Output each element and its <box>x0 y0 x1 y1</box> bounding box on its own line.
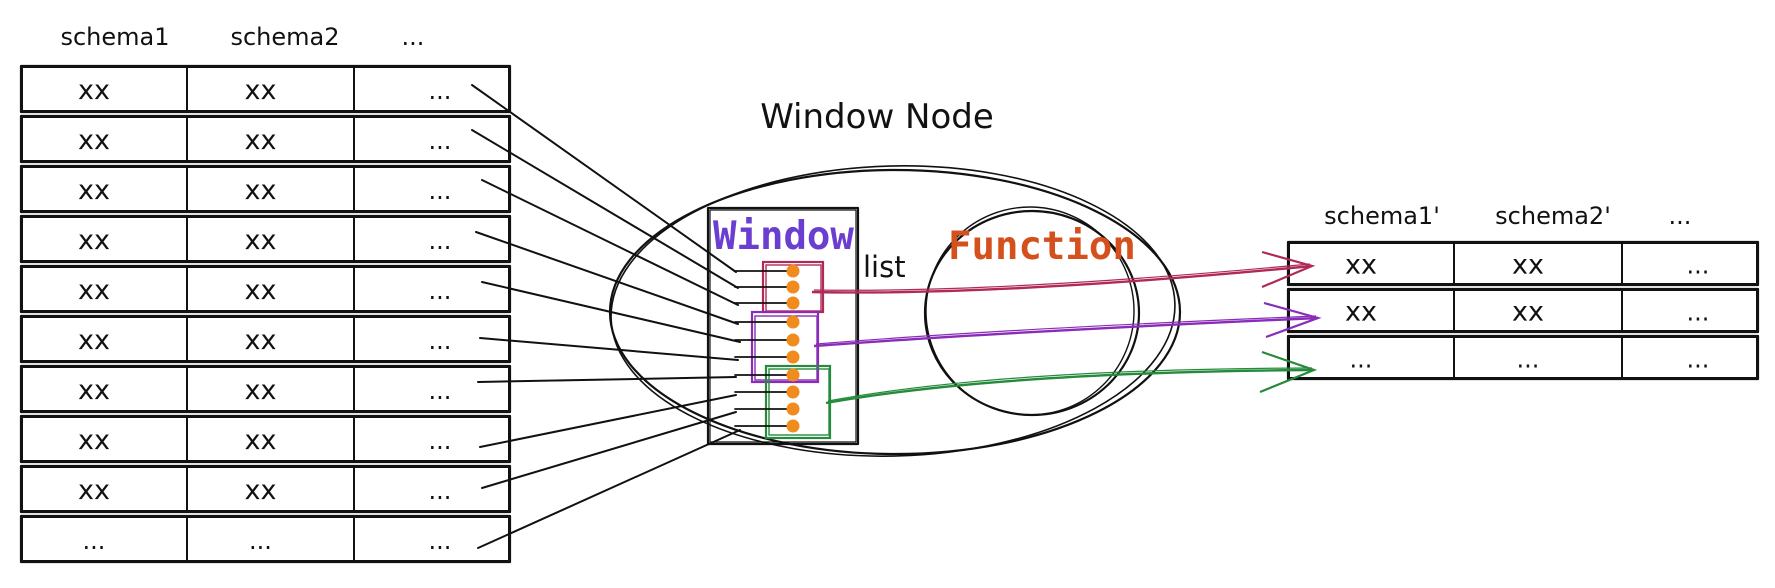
input-table-cell: ... <box>429 77 452 105</box>
input-header-schema1: schema1 <box>60 23 169 51</box>
input-table-cell: ... <box>83 527 106 555</box>
input-table-cell: ... <box>429 477 452 505</box>
input-table-cell: xx <box>78 325 110 356</box>
list-dots <box>734 264 800 433</box>
list-dot <box>786 419 800 433</box>
arrow-group-1 <box>811 250 1316 294</box>
output-table-cell: ... <box>1687 346 1710 374</box>
list-dot <box>786 333 800 347</box>
input-table-cell: xx <box>245 425 277 456</box>
input-table-cell: ... <box>249 527 272 555</box>
output-table-cell: ... <box>1687 252 1710 280</box>
row-connector <box>471 129 739 289</box>
list-dot <box>786 280 800 294</box>
output-table-cell: ... <box>1350 346 1373 374</box>
input-table-cell: xx <box>245 225 277 256</box>
row-connector <box>471 84 737 273</box>
input-table-cell: ... <box>429 127 452 155</box>
output-table-cell: ... <box>1517 346 1540 374</box>
input-table-cell: xx <box>245 325 277 356</box>
input-table-cell: xx <box>78 475 110 506</box>
row-connector <box>477 376 737 383</box>
list-dot <box>786 402 800 416</box>
output-table: schema1' schema2' ... xx xx... xx xx.......… <box>1286 202 1760 381</box>
input-table-cell: xx <box>245 175 277 206</box>
row-connector <box>475 231 739 325</box>
input-table-cell: xx <box>245 125 277 156</box>
input-header-more: ... <box>402 23 425 51</box>
input-table-row: xx xx... <box>19 164 512 214</box>
row-connector <box>477 429 741 549</box>
input-table-cell: xx <box>78 425 110 456</box>
row-connector <box>481 179 739 306</box>
input-table-cell: ... <box>429 177 452 205</box>
input-table-row: xx xx... <box>19 314 512 364</box>
list-dot <box>786 368 800 382</box>
group-box-2 <box>750 310 820 384</box>
input-table-cell: ... <box>429 427 452 455</box>
input-table-cell: xx <box>245 275 277 306</box>
input-table-cell: xx <box>78 75 110 106</box>
input-table-row: xx xx... <box>19 114 512 164</box>
input-header-schema2: schema2 <box>230 23 339 51</box>
input-table-row: xx xx... <box>19 464 512 514</box>
function-label: Function <box>948 224 1136 269</box>
input-table-row: xx xx... <box>19 364 512 414</box>
input-table-cell: ... <box>429 527 452 555</box>
row-connector <box>481 411 737 489</box>
output-table-row: ......... <box>1286 334 1760 381</box>
output-table-cell: xx <box>1345 250 1377 281</box>
window-node-ellipse <box>608 165 1182 457</box>
input-table-cell: xx <box>78 375 110 406</box>
input-table-cell: xx <box>78 125 110 156</box>
input-table-cell: xx <box>78 275 110 306</box>
input-table-cell: xx <box>245 375 277 406</box>
list-dot <box>786 315 800 329</box>
output-header-schema2: schema2' <box>1495 202 1611 230</box>
input-table-cell: xx <box>245 75 277 106</box>
input-table-cell: xx <box>78 175 110 206</box>
input-table-cell: ... <box>429 277 452 305</box>
input-table-cell: xx <box>245 475 277 506</box>
input-table-cell: ... <box>429 327 452 355</box>
output-table-row: xx xx... <box>1286 287 1760 334</box>
row-connector <box>479 337 739 361</box>
output-header-more: ... <box>1669 202 1692 230</box>
input-table-row: xx xx... <box>19 264 512 314</box>
output-table-cell: xx <box>1512 297 1544 328</box>
input-table-row: xx xx... <box>19 414 512 464</box>
list-dot <box>786 385 800 399</box>
row-connectors <box>471 84 741 549</box>
arrow-group-2 <box>813 301 1322 348</box>
list-dot <box>786 296 800 310</box>
output-table-cell: ... <box>1687 299 1710 327</box>
input-table-cell: ... <box>429 377 452 405</box>
list-dot <box>786 350 800 364</box>
input-table: schema1 schema2 ... xx xx... xx xx... xx xx..… <box>19 23 512 564</box>
input-table-cell: xx <box>78 225 110 256</box>
input-table-row: xx xx... <box>19 214 512 264</box>
output-table-row: xx xx... <box>1286 240 1760 287</box>
window-box <box>706 206 860 446</box>
input-table-cell: ... <box>429 227 452 255</box>
input-table-row: xx xx... <box>19 64 512 114</box>
function-circle <box>923 206 1141 417</box>
row-connector <box>479 394 737 448</box>
window-label: Window <box>713 214 854 259</box>
input-table-row: ......... <box>19 514 512 564</box>
output-table-cell: xx <box>1512 250 1544 281</box>
output-header-schema1: schema1' <box>1324 202 1440 230</box>
list-dot <box>786 264 800 278</box>
output-table-cell: xx <box>1345 297 1377 328</box>
diagram-title: Window Node <box>760 97 994 137</box>
arrow-group-3 <box>825 350 1318 405</box>
list-label: list <box>863 250 906 284</box>
row-connector <box>481 281 741 343</box>
